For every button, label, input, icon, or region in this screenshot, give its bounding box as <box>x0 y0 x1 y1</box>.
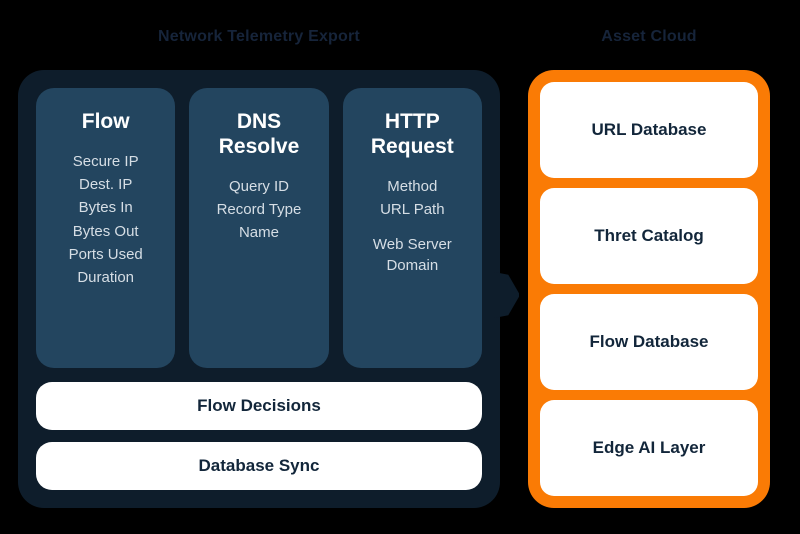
telemetry-card-title: HTTP Request <box>370 110 454 158</box>
telemetry-field-record-type: Record Type <box>216 200 302 218</box>
telemetry-field-duration: Duration <box>77 269 135 287</box>
telemetry-field-ports-used: Ports Used <box>68 245 143 263</box>
telemetry-field-dest-ip: Dest. IP <box>78 176 133 194</box>
asset-card-thret-catalog[interactable]: Thret Catalog <box>540 188 758 284</box>
telemetry-column-title: Network Telemetry Export <box>158 28 360 45</box>
asset-card-flow-database[interactable]: Flow Database <box>540 294 758 390</box>
telemetry-field-method: Method <box>387 177 438 195</box>
telemetry-bar-database-sync[interactable]: Database Sync <box>36 442 482 490</box>
asset-cloud-column-title: Asset Cloud <box>601 28 697 45</box>
telemetry-bar-flow-decisions[interactable]: Flow Decisions <box>36 382 482 430</box>
telemetry-field-name: Name <box>238 224 279 242</box>
telemetry-field-web-server-domain: Web Server Domain <box>372 236 452 275</box>
telemetry-field-query-id: Query ID <box>228 177 289 195</box>
telemetry-card-title: Flow <box>81 110 130 133</box>
asset-card-url-database[interactable]: URL Database <box>540 82 758 178</box>
asset-card-edge-ai-layer[interactable]: Edge AI Layer <box>540 400 758 496</box>
telemetry-field-bytes-in: Bytes In <box>78 199 133 217</box>
telemetry-card-title: DNS Resolve <box>218 110 300 158</box>
telemetry-field-bytes-out: Bytes Out <box>72 222 139 240</box>
telemetry-field-url-path: URL Path <box>380 200 445 218</box>
flow-arrow-icon <box>494 272 520 318</box>
telemetry-field-secure-ip: Secure IP <box>72 152 139 170</box>
